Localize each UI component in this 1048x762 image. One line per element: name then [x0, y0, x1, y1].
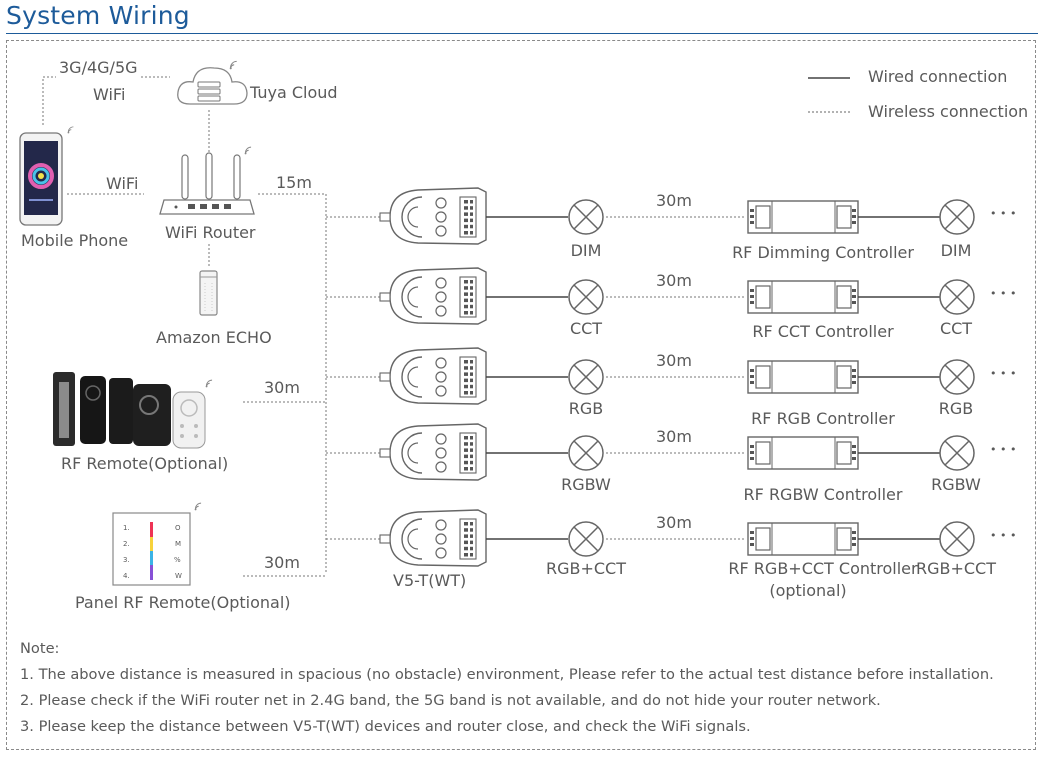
end-lamp-icon: [939, 521, 975, 557]
device-row-3: RGB 30m RF RGB Controller RGB • • •: [326, 347, 1016, 428]
continuation-ellipsis: • • •: [990, 443, 1016, 456]
controller-label: RF CCT Controller: [752, 322, 894, 341]
page-title: System Wiring: [6, 1, 190, 30]
rf-remote-label: RF Remote(Optional): [61, 454, 228, 473]
continuation-ellipsis: • • •: [990, 367, 1016, 380]
notes-section: Note: 1. The above distance is measured …: [20, 636, 1040, 740]
controller-label: RF Dimming Controller: [732, 243, 914, 262]
v5-t-device-icon: [379, 509, 487, 567]
distance-label: 30m: [656, 271, 692, 290]
svg-text:2.: 2.: [123, 540, 130, 548]
load-label: CCT: [570, 319, 602, 338]
wifi-router-icon: [159, 146, 255, 215]
continuation-ellipsis: • • •: [990, 287, 1016, 300]
load-label: DIM: [571, 241, 602, 260]
panel-remote-distance-label: 30m: [264, 553, 300, 572]
distance-label: 30m: [656, 427, 692, 446]
lamp-icon: [568, 199, 604, 235]
device-row-5: RGB+CCT 30m RF RGB+CCT Controller (optional…: [326, 509, 1016, 600]
rf-controller-icon: [747, 360, 859, 394]
rf-controller-icon: [747, 522, 859, 556]
end-lamp-icon: [939, 359, 975, 395]
note-item-1: 1. The above distance is measured in spa…: [20, 666, 994, 683]
v5-t-device-icon: [379, 423, 487, 481]
rf-remote-icons: [53, 372, 213, 449]
end-lamp-icon: [939, 435, 975, 471]
amazon-echo-label: Amazon ECHO: [156, 328, 272, 347]
router-bus-link: [258, 193, 327, 574]
legend-wired-label: Wired connection: [868, 67, 1007, 86]
load-label: RGB+CCT: [546, 559, 626, 578]
amazon-echo-icon: [199, 270, 218, 316]
distance-label: 30m: [656, 513, 692, 532]
end-load-label: DIM: [941, 241, 972, 260]
note-item-2: 2. Please check if the WiFi router net i…: [20, 692, 881, 709]
svg-text:4.: 4.: [123, 572, 130, 580]
distance-label: 30m: [656, 191, 692, 210]
rf-controller-icon: [747, 200, 859, 234]
distance-label: 30m: [656, 351, 692, 370]
device-rows: DIM 30m RF Dimming Controller DIM • • • CCT 30…: [326, 187, 1016, 600]
phone-wifi-label: WiFi: [106, 174, 138, 193]
title-underline: [6, 33, 1038, 34]
end-lamp-icon: [939, 279, 975, 315]
mobile-phone-icon: [19, 126, 74, 226]
end-lamp-icon: [939, 199, 975, 235]
note-item-3: 3. Please keep the distance between V5-T…: [20, 718, 751, 735]
end-load-label: CCT: [940, 319, 972, 338]
svg-text:M: M: [175, 540, 181, 548]
phone-cloud-link: [42, 76, 56, 125]
device-row-4: RGBW 30m RF RGBW Controller RGBW • • •: [326, 423, 1016, 504]
v5-t-device-icon: [379, 267, 487, 325]
controller-label: RF RGB Controller: [751, 409, 895, 428]
notes-heading: Note:: [20, 640, 60, 657]
svg-text:%: %: [174, 556, 181, 564]
v5-t-device-icon: [379, 347, 487, 405]
device-row-2: CCT 30m RF CCT Controller CCT • • •: [326, 267, 1016, 341]
continuation-ellipsis: • • •: [990, 207, 1016, 220]
v5-t-device-icon: [379, 187, 487, 245]
panel-remote-icon: 1. 2. 3. 4. O M % W: [112, 502, 202, 586]
lamp-icon: [568, 435, 604, 471]
end-load-label: RGB: [939, 399, 974, 418]
load-label: RGBW: [561, 475, 611, 494]
wifi-router-label: WiFi Router: [165, 223, 256, 242]
controller-label: RF RGBW Controller: [744, 485, 903, 504]
rf-remote-distance-label: 30m: [264, 378, 300, 397]
controller-label: RF RGB+CCT Controller: [728, 559, 918, 578]
svg-text:1.: 1.: [123, 524, 130, 532]
cloud-icon: [177, 60, 248, 105]
network-label-cellular: 3G/4G/5G: [59, 58, 138, 77]
panel-remote-label: Panel RF Remote(Optional): [75, 593, 291, 612]
svg-text:O: O: [175, 524, 181, 532]
router-distance-label: 15m: [276, 173, 312, 192]
diagram-frame: [6, 40, 1036, 750]
device-model-label: V5-T(WT): [393, 571, 466, 590]
device-row-1: DIM 30m RF Dimming Controller DIM • • •: [326, 187, 1016, 262]
end-load-label: RGBW: [931, 475, 981, 494]
network-label-wifi: WiFi: [93, 85, 125, 104]
continuation-ellipsis: • • •: [990, 529, 1016, 542]
lamp-icon: [568, 521, 604, 557]
svg-text:W: W: [175, 572, 182, 580]
mobile-phone-label: Mobile Phone: [21, 231, 128, 250]
controller-note-label: (optional): [769, 581, 846, 600]
lamp-icon: [568, 279, 604, 315]
rf-controller-icon: [747, 436, 859, 470]
rf-controller-icon: [747, 280, 859, 314]
cloud-label: Tuya Cloud: [249, 83, 338, 102]
load-label: RGB: [569, 399, 604, 418]
legend: Wired connection Wireless connection: [808, 67, 1028, 121]
svg-text:3.: 3.: [123, 556, 130, 564]
lamp-icon: [568, 359, 604, 395]
legend-wireless-label: Wireless connection: [868, 102, 1028, 121]
end-load-label: RGB+CCT: [916, 559, 996, 578]
